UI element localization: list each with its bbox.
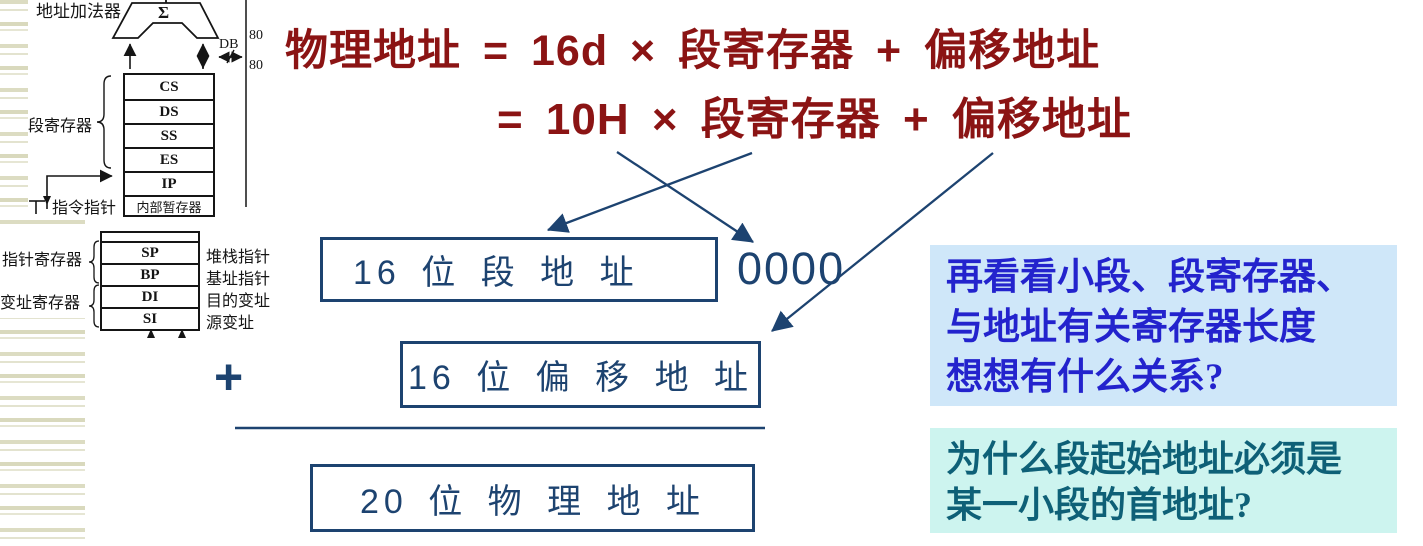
register-sp: SP: [102, 241, 198, 263]
register-es: ES: [125, 147, 213, 171]
register-bp: BP: [102, 263, 198, 285]
pointer-group-label: 指针寄存器: [2, 252, 83, 269]
temp-register: 内部暂存器: [125, 195, 213, 215]
partial-row: [102, 233, 198, 241]
note1-line1: 再看看小段、段寄存器、: [946, 257, 1353, 298]
arrow-10h-to-zeros: [616, 151, 754, 243]
di-desc: 目的变址: [206, 293, 271, 310]
bus-width-bottom: 80: [249, 58, 263, 73]
register-ss: SS: [125, 123, 213, 147]
register-di: DI: [102, 285, 198, 307]
physical-address-formula-line2: = 10H × 段寄存器 + 偏移地址: [497, 95, 1132, 144]
segment-group-label: 段寄存器: [28, 118, 93, 135]
sigma-symbol: Σ: [158, 3, 170, 22]
segment-register-stack: CS DS SS ES IP 内部暂存器: [123, 73, 215, 217]
appended-zeros: 0000: [737, 243, 846, 294]
instruction-pointer-label: 指令指针: [52, 200, 117, 217]
si-desc: 源变址: [206, 315, 255, 332]
adder-label: 地址加法器: [36, 2, 121, 21]
physical-address-formula-line1: 物理地址 = 16d × 段寄存器 + 偏移地址: [285, 27, 1101, 75]
register-ip: IP: [125, 171, 213, 195]
note-segment-start-question: 为什么段起始地址必须是 某一小段的首地址?: [930, 428, 1397, 533]
sp-desc: 堆栈指针: [206, 249, 271, 266]
note-register-length-question: 再看看小段、段寄存器、 与地址有关寄存器长度 想想有什么关系?: [930, 245, 1397, 406]
segment-address-box: 16 位 段 地 址: [320, 237, 718, 302]
physical-address-box: 20 位 物 理 地 址: [310, 464, 755, 532]
note1-line2: 与地址有关寄存器长度: [946, 307, 1316, 348]
register-si: SI: [102, 307, 198, 329]
bp-desc: 基址指针: [206, 271, 271, 288]
offset-address-box: 16 位 偏 移 地 址: [400, 341, 761, 408]
db-label: DB: [219, 37, 239, 52]
index-group-label: 变址寄存器: [0, 295, 81, 312]
note1-line3: 想想有什么关系?: [946, 357, 1224, 398]
arrow-segment-to-segment-box: [546, 151, 753, 233]
note2-line2: 某一小段的首地址?: [946, 485, 1253, 525]
register-ds: DS: [125, 99, 213, 123]
bus-width-top: 80: [249, 28, 263, 43]
register-cs: CS: [159, 78, 179, 95]
plus-sign: +: [214, 349, 244, 405]
pointer-register-stack: SP BP DI SI: [100, 231, 200, 331]
note2-line1: 为什么段起始地址必须是: [946, 439, 1343, 479]
